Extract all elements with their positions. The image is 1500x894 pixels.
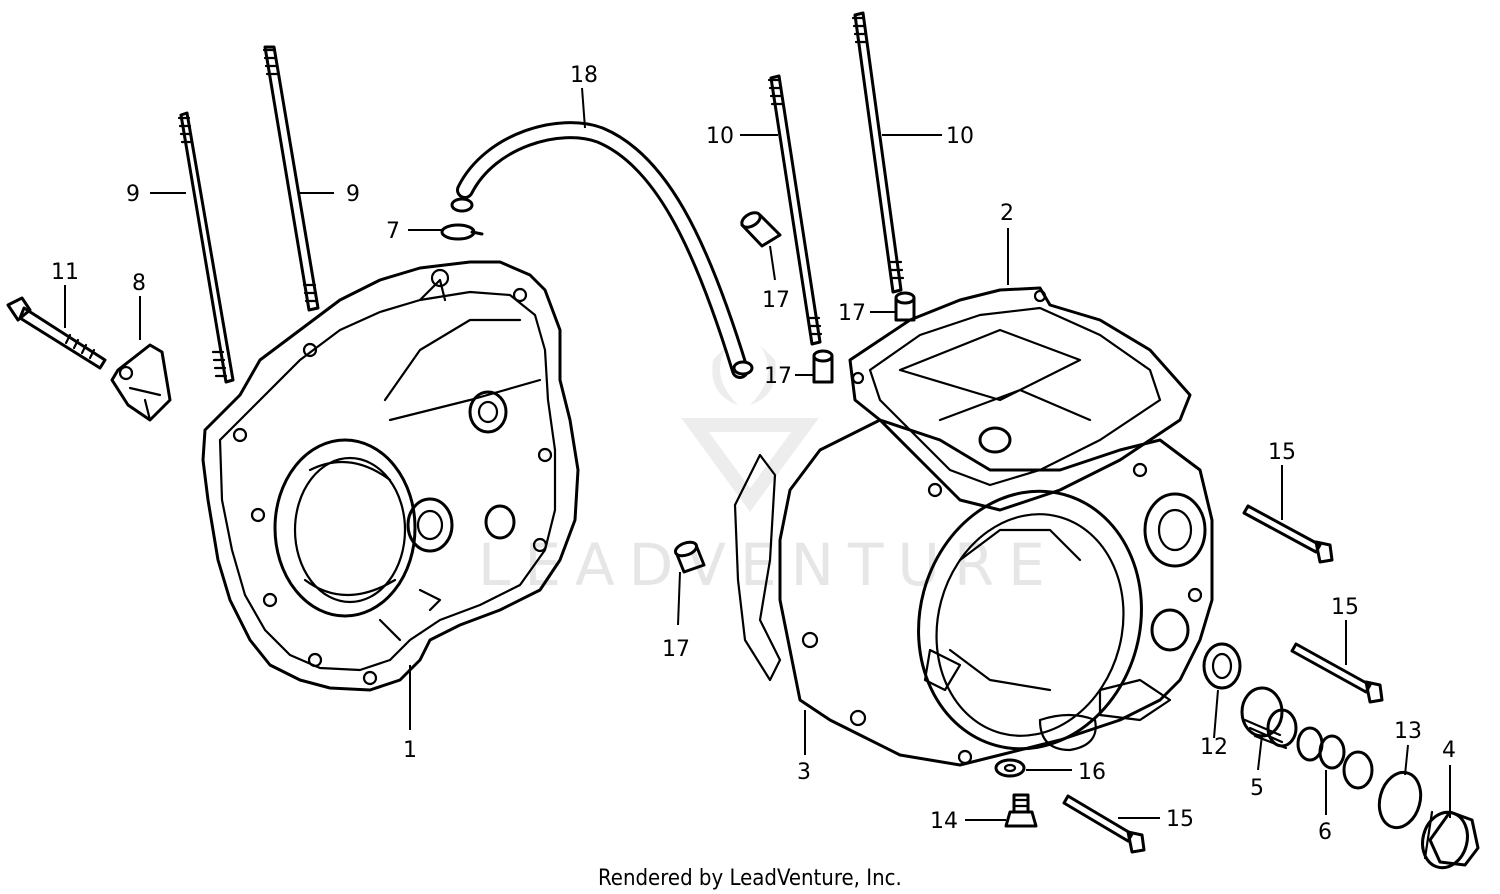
label-part-6: 6 (1318, 820, 1332, 845)
o-ring-13 (1377, 770, 1423, 830)
stud-bolt-10-left (767, 74, 823, 346)
label-part-15-a: 15 (1268, 440, 1296, 465)
label-part-17-c: 17 (764, 364, 792, 389)
clamp-8 (110, 343, 172, 422)
plug-14 (1004, 793, 1038, 828)
label-part-17-b: 17 (838, 301, 866, 326)
label-part-10-left: 10 (706, 124, 734, 149)
label-part-8: 8 (132, 271, 146, 296)
washer-16 (994, 758, 1026, 778)
stud-bolt-9-left (177, 111, 235, 384)
dowel-17-c (812, 349, 834, 384)
right-crankcase (733, 286, 1214, 767)
dowel-17-a (740, 211, 782, 248)
strainer-5 (1240, 686, 1298, 750)
breather-tube-18 (450, 121, 754, 379)
footer-credit: Rendered by LeadVenture, Inc. (598, 866, 902, 891)
leader-lines (64, 87, 1451, 821)
label-part-14: 14 (930, 809, 958, 834)
bolt-11 (6, 296, 107, 370)
drain-plug-4 (1421, 810, 1480, 870)
label-part-4: 4 (1442, 738, 1456, 763)
label-part-12: 12 (1200, 735, 1228, 760)
clip-7 (440, 223, 484, 241)
stud-bolt-10-right (851, 11, 905, 294)
bolt-15-a (1242, 504, 1334, 564)
label-part-15-c: 15 (1166, 807, 1194, 832)
watermark-logo (681, 345, 819, 512)
spring-6 (1296, 726, 1374, 790)
bolt-15-b (1290, 642, 1384, 704)
dowel-17-d (673, 540, 706, 574)
label-part-3: 3 (797, 760, 811, 785)
label-part-1: 1 (403, 738, 417, 763)
label-part-9-left: 9 (126, 182, 140, 207)
label-part-5: 5 (1250, 776, 1264, 801)
label-part-11: 11 (51, 260, 79, 285)
label-part-18: 18 (570, 63, 598, 88)
dowel-17-b (894, 291, 916, 322)
label-part-17-d: 17 (662, 637, 690, 662)
label-part-2: 2 (1000, 201, 1014, 226)
label-part-15-b: 15 (1331, 595, 1359, 620)
label-part-10-right: 10 (946, 124, 974, 149)
stud-bolt-9-right (262, 45, 320, 312)
label-part-17-a: 17 (762, 288, 790, 313)
bolt-15-c (1062, 794, 1146, 854)
label-part-9-right: 9 (346, 182, 360, 207)
watermark-text: LEADVENTURE (478, 531, 1059, 599)
callout-labels: 1 2 3 4 5 6 7 8 9 9 10 10 11 12 13 14 15… (51, 63, 1456, 845)
label-part-13: 13 (1394, 719, 1422, 744)
label-part-7: 7 (386, 219, 400, 244)
oil-seal-12 (1202, 642, 1242, 690)
left-crankcase (201, 260, 580, 692)
label-part-16: 16 (1078, 760, 1106, 785)
